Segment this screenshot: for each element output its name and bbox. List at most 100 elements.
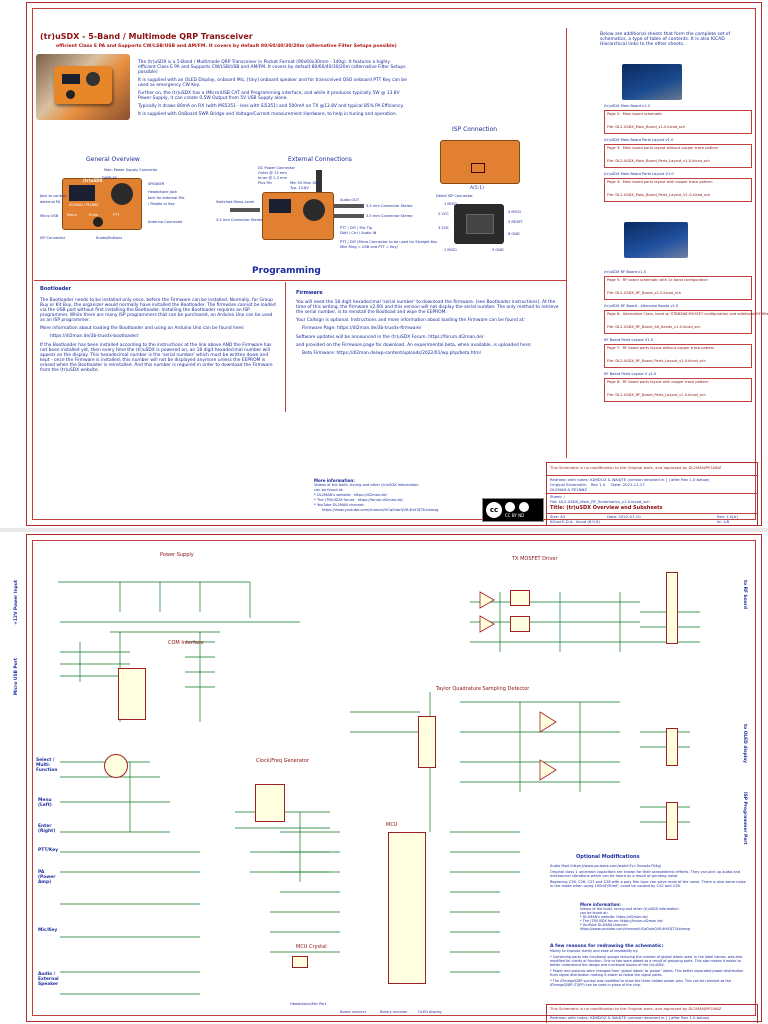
optional-text: Original class 1 uncertain capacitors ar… [550,870,741,878]
audio-plug-right2 [334,214,364,218]
external-device [262,192,334,240]
bootloader-link[interactable]: https://dl2man.de/3b-trusdx-bootloader/ [50,334,139,339]
more-info-line[interactable]: * The (TR)USDX forum: https://forum.dl2m… [580,919,663,923]
tb-date: Date: 2022-07-10 [607,514,641,519]
more-info-line[interactable]: https://www.youtube.com/channel/UCqGsbrQ… [322,508,439,512]
beta-link[interactable]: Beta Firmware: https://dl2man.de/wp-cont… [302,351,481,356]
audio-plug-right [334,204,364,208]
overview-sheet: (tr)uSDX - 5-Band / Multimode QRP Transc… [0,0,768,528]
input-enter: Enter (Right) [38,824,56,834]
bottom-label: OLED display [418,1010,442,1014]
overview-label: / Paddle or Key [148,202,175,206]
subsheet-box[interactable]: Page 7: RF board parts layout without co… [604,344,752,368]
input-audio: Audio / External Speaker [38,972,59,987]
output-oled: to OLED display [742,724,747,763]
ext-label: PTT / DIT (Micro Connector to be used fo… [340,240,438,244]
tb-redrawn: Redrawn with notes: KD9DOZ & WA4JTE (ver… [550,477,710,482]
title-block: This Schematic is no modification to the… [546,462,758,526]
tb-original: Original Schematic: Rev 1.0 Date: 2021-1… [550,482,645,487]
device-menu: Menu [67,213,77,217]
divider [566,28,567,458]
ext-label: PTT / DIT / Mic Tip [340,226,373,230]
overview-label: Micro USB [40,214,59,218]
subsheet-header: (tr)uSDX RF Board - Alternate Bands v1.0 [604,304,679,308]
bootloader-paragraph: The Bootloader needs to be installed onl… [40,298,276,323]
sheet-border [26,534,762,1022]
more-info-line: Videos of the build, tuning and other (t… [314,483,419,487]
tb-rev: Rev: 1.0[b] [717,514,738,519]
bottom-label: Rotary encoder [380,1010,408,1014]
reason-item: * The ATmega328P symbol was modified to … [550,979,731,987]
firmware-link[interactable]: Firmware Page: https://dl2man.de/3b-trus… [302,326,422,331]
output-rf-board: to RF board [742,580,747,609]
device-maker: DL2MAN / PE1NNZ [69,203,99,207]
reasons-section: A few reasons for redrawing the schemati… [550,944,750,987]
tb-note: This Schematic is no modification to the… [550,1006,722,1011]
isp-pin: 5 GND [492,248,504,252]
input-ptt: PTT/Key [38,848,59,853]
bootloader-section: The Bootloader needs to be installed onl… [40,298,276,373]
subsheet-name: Page 6: Alternative Class, band w/ STBB2… [607,312,768,316]
overview-device: (tr)uSDX DL2MAN / PE1NNZ Menu Enter PTT [62,178,142,230]
more-info-line[interactable]: https://www.youtube.com/channel/UCqGsbrQ… [580,927,690,931]
isp-connection-title: ISP Connection [452,126,498,133]
input-power: +12V Power Input [14,580,19,625]
opamps [479,591,557,781]
subsheet-box[interactable]: Page 5: RF board schematic with 1x band … [604,276,752,300]
atmega328p-ic [388,832,426,984]
sheet-inner-border [32,8,756,520]
rf-board-photo [624,222,688,258]
subsheet-name: Page 8: RF board parts layout with coppe… [607,380,709,384]
more-info-line[interactable]: * DL2MAN's website: https://dl2man.de/ [314,493,387,497]
subsheet-name: Page 4: Main board parts layout with cop… [607,180,713,184]
overview-label: Knobs/Buttons [96,236,123,240]
isp-pin: 5 RESET [508,220,523,224]
intro-paragraph: It is supplied with OnBoard SWR Bridge a… [138,112,398,117]
more-info-header: More information: [580,902,621,907]
input-multifunction: Select / Multi-Function [36,758,58,773]
tb-id: Id: 1/8 [717,519,730,524]
block-tx-mosfet: TX MOSFET Driver [512,556,558,562]
programming-title: Programming [252,266,321,276]
subsheet-box[interactable]: Page 8: RF board parts layout with coppe… [604,378,752,402]
subsheet-header: (tr)uSDX Main Board Parts Layout v1.0 [604,138,674,142]
subsheet-box[interactable]: Page 4: Main board parts layout with cop… [604,178,752,202]
more-info-line[interactable]: * DL2MAN's website: https://dl2man.de/ [580,915,648,919]
firmware-paragraph: Software updates will be announced in th… [296,335,484,340]
reasons-intro: Mainly to improve clarity and ease of re… [550,949,639,953]
divider [34,280,566,281]
sheet-border [26,2,762,526]
subsheet-header: RF Board Parts Layout V v1.0 [604,372,657,376]
overview-label: SPEAKER [148,182,165,186]
bootloader-paragraph: If the Bootloader has been installed acc… [40,343,273,373]
tqsd-mux-ic [418,716,436,768]
external-connections-title: External Connections [288,156,352,163]
rotary-encoder [104,754,128,778]
tb-title: Title: (tr)uSDX Overview and Subsheets [550,505,663,511]
sheet-subtitle: efficient Class E PA and Supports CW/LSB… [56,44,397,49]
more-info-line[interactable]: * The (TR)USDX forum: https://forum.dl2m… [314,498,403,502]
isp-pin: 2 VCC [438,212,449,216]
device-photo [36,54,130,120]
overview-label: Headphone Jack [148,190,178,194]
overview-label: Main Power Supply Connector [104,168,158,172]
ext-label: Inner @ 1.3 mm [258,176,288,180]
oled-connector [666,728,678,766]
reasons-header: A few reasons for redrawing the schemati… [550,944,664,949]
mosfet-driver [510,616,530,632]
subsheet-box[interactable]: Page 3: Main board parts layout without … [604,144,752,168]
ext-label: Outer @ 13 mm [258,171,287,175]
isp-scale: A(5:1) [470,186,484,191]
clock-generator-ic [255,784,285,822]
ext-label: Mini Ring = USB and PTT = Key) [340,245,398,249]
reason-item: * Power and grounds were changed from 'g… [550,969,744,977]
block-mcu: MCU [386,822,398,828]
title-block-2: This Schematic is no modification to the… [546,1004,758,1023]
block-clock: Clock/Freq Generator [256,758,309,764]
reason-item: * Combining parts into functional groups… [550,955,743,967]
input-mic: Mic/Key [38,928,58,933]
subsheet-file: File: DL2-USDX_RF_Board_Alt_Bands_v1-0.k… [607,325,701,329]
subsheet-box[interactable]: Page 6: Alternative Class, band w/ STBB2… [604,310,768,334]
main-board-sheet: Power Supply COM Interface Clock/Freq Ge… [0,532,768,1024]
